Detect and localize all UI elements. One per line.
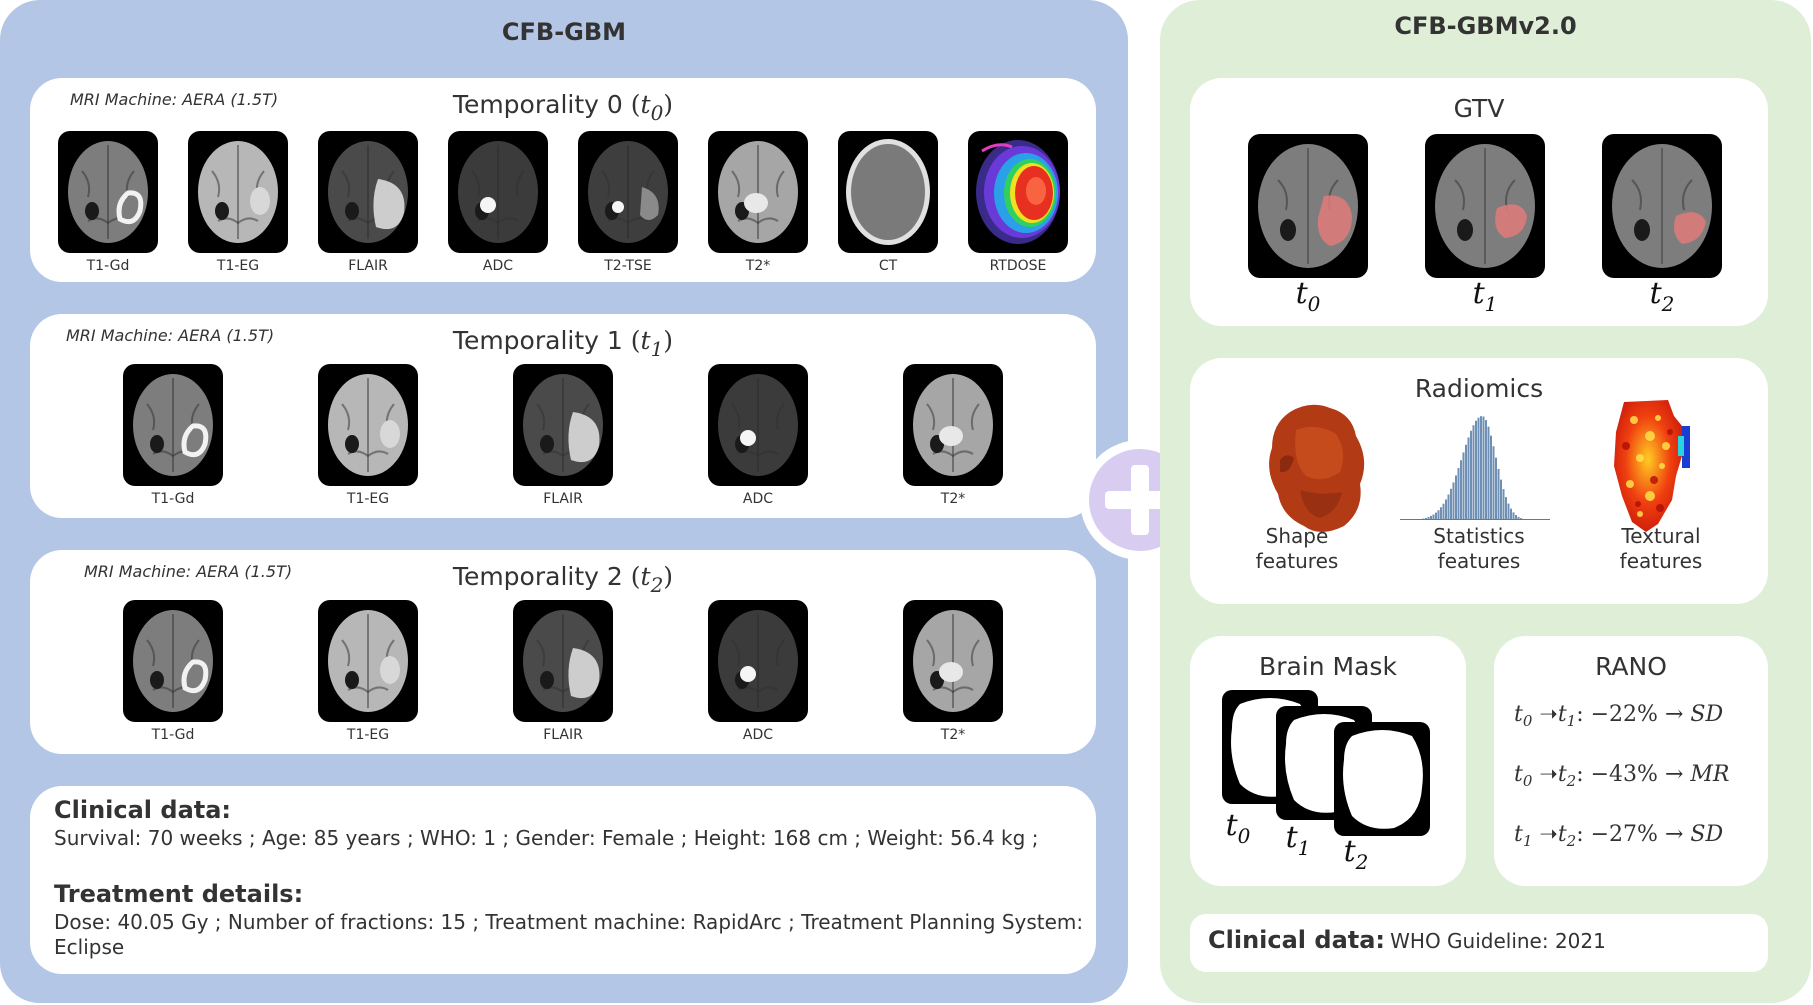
shape-feature-render [1269,404,1365,532]
scan-flair-t1 [513,364,613,486]
clinical-data-text: Survival: 70 weeks ; Age: 85 years ; WHO… [54,826,1039,850]
scan-t2star-t2 [903,600,1003,722]
gtv-label-t0: t0 [1295,276,1321,316]
brain-mask-card: Brain Mask t0 t1 t2 [1190,636,1466,886]
scan-label-t1-gd-t0: T1-Gd [86,258,130,274]
brain-mask-label-t2: t2 [1343,834,1369,874]
brain-mask-label-t0: t0 [1225,808,1251,848]
scan-label-ct-t0: CT [878,258,898,274]
v2-clinical-heading: Clinical data: [1208,926,1386,954]
scan-label-t1-eg-t2: T1-EG [346,727,390,743]
v2-clinical-line: Clinical data: WHO Guideline: 2021 [1208,926,1606,954]
scan-label-flair-t0: FLAIR [348,258,388,274]
radiomics-title: Radiomics [1414,374,1544,403]
scan-flair-t0 [318,131,418,253]
scan-label-t1-gd-t2: T1-Gd [151,727,195,743]
scan-label-flair-t2: FLAIR [543,727,583,743]
scan-adc-t0 [448,131,548,253]
gtv-scan-t1 [1425,134,1545,278]
temporality-0-title: Temporality 0 (t0) [452,90,674,125]
rano-row-2: t1 ➝t2: −27% → SD [1514,822,1724,850]
gtv-label-t2: t2 [1649,276,1675,316]
scan-label-t2-tse-t0: T2-TSE [604,258,652,274]
scan-label-t1-gd-t1: T1-Gd [151,491,195,507]
temporality-2-card: MRI Machine: AERA (1.5T) Temporality 2 (… [30,550,1096,754]
cfb-gbm-panel: CFB-GBM MRI Machine: AERA (1.5T) Tempora… [0,0,1128,1003]
brain-mask-title: Brain Mask [1259,652,1397,681]
scan-label-rtdose-t0: RTDOSE [989,258,1047,274]
scan-ct-t0 [838,131,938,253]
scan-flair-t2 [513,600,613,722]
brain-mask-label-t1: t1 [1285,820,1311,860]
scan-t1-gd-t1 [123,364,223,486]
treatment-details-heading: Treatment details: [54,880,304,908]
scan-t1-eg-t2 [318,600,418,722]
gtv-title: GTV [1453,94,1505,123]
scan-label-flair-t1: FLAIR [543,491,583,507]
scan-label-t2star-t0: T2* [745,258,771,274]
scan-t2star-t0 [708,131,808,253]
machine-label-t0: MRI Machine: AERA (1.5T) [70,90,279,109]
scan-t1-gd-t2 [123,600,223,722]
scan-t1-gd-t0 [58,131,158,253]
gtv-scan-t0 [1248,134,1368,278]
scan-adc-t2 [708,600,808,722]
temporality-1-card: MRI Machine: AERA (1.5T) Temporality 1 (… [30,314,1096,518]
radiomics-card: Radiomics [1190,358,1768,604]
temporality-0-card: MRI Machine: AERA (1.5T) Temporality 0 (… [30,78,1096,282]
clinical-data-card: Clinical data: Survival: 70 weeks ; Age:… [30,786,1096,974]
gtv-scan-t2 [1602,134,1722,278]
gtv-label-t1: t1 [1472,276,1498,316]
scan-t1-eg-t1 [318,364,418,486]
scan-t1-eg-t0 [188,131,288,253]
statistics-histogram [1400,416,1550,520]
rano-row-0: t0 ➝t1: −22% → SD [1514,702,1724,730]
scan-adc-t1 [708,364,808,486]
scan-t2star-t1 [903,364,1003,486]
scan-label-t1-eg-t1: T1-EG [346,491,390,507]
treatment-details-text: Dose: 40.05 Gy ; Number of fractions: 15… [54,910,1084,959]
scan-label-t2star-t1: T2* [940,491,966,507]
rano-row-1: t0 ➝t2: −43% → MR [1514,762,1730,790]
scan-label-t2star-t2: T2* [940,727,966,743]
v2-clinical-card: Clinical data: WHO Guideline: 2021 [1190,914,1768,972]
textural-feature-map [1614,400,1690,532]
scan-label-adc-t1: ADC [742,491,774,507]
scan-label-adc-t0: ADC [482,258,514,274]
machine-label-t1: MRI Machine: AERA (1.5T) [66,326,275,345]
cfb-gbm-title: CFB-GBM [501,18,627,46]
temporality-1-title: Temporality 1 (t1) [452,326,674,361]
brain-mask-t2 [1334,722,1430,836]
clinical-data-heading: Clinical data: [54,796,232,824]
scan-label-t1-eg-t0: T1-EG [216,258,260,274]
scan-t2-tse-t0 [578,131,678,253]
rano-title: RANO [1595,652,1667,681]
scan-rtdose-t0 [968,131,1068,253]
gtv-card: GTV t0 t1 t2 [1190,78,1768,326]
cfb-gbm-v2-panel: CFB-GBMv2.0 GTV t0 t1 t2 Radiomics [1160,0,1811,1003]
scan-label-adc-t2: ADC [742,727,774,743]
temporality-2-title: Temporality 2 (t2) [452,562,674,597]
cfb-gbm-v2-title: CFB-GBMv2.0 [1394,12,1577,40]
v2-clinical-text: WHO Guideline: 2021 [1390,929,1606,953]
machine-label-t2: MRI Machine: AERA (1.5T) [84,562,293,581]
rano-card: RANO t0 ➝t1: −22% → SD t0 ➝t2: −43% → MR t… [1494,636,1768,886]
